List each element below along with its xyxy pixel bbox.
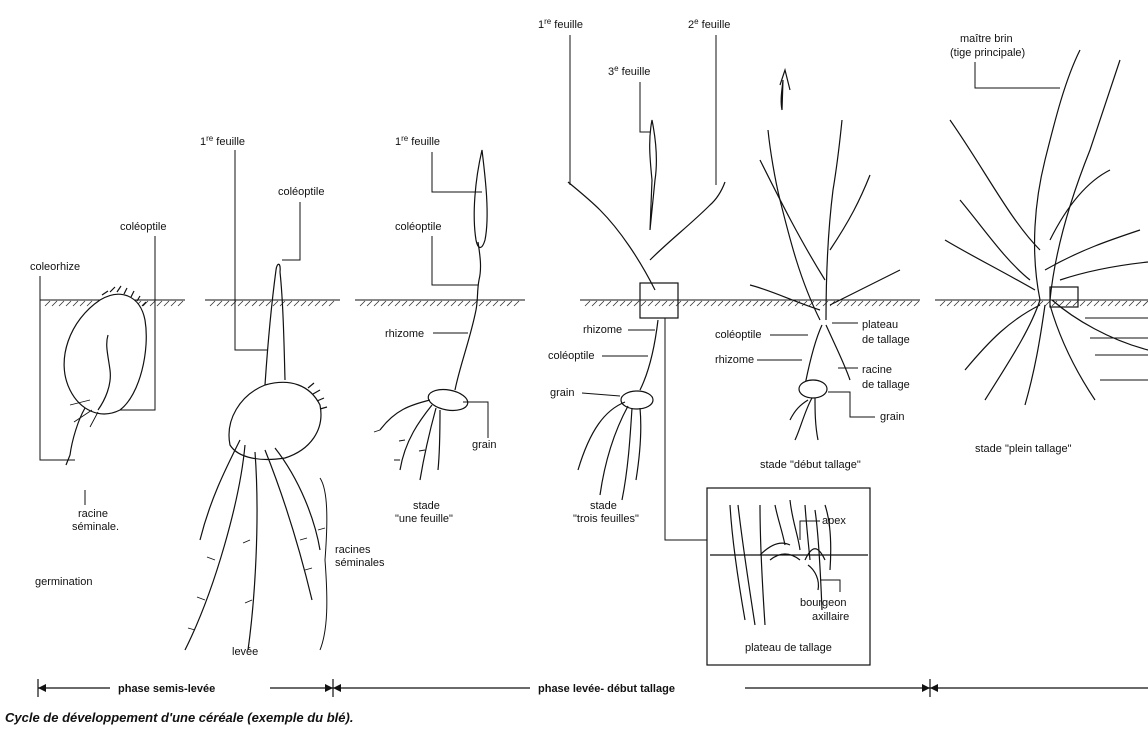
svg-text:(tige principale): (tige principale)	[950, 47, 1025, 59]
svg-text:coléoptile: coléoptile	[715, 329, 761, 341]
svg-text:bourgeon: bourgeon	[800, 597, 847, 609]
label-2e-feuille-d: 2e feuille	[688, 17, 730, 185]
svg-text:coléoptile: coléoptile	[548, 350, 594, 362]
svg-text:axillaire: axillaire	[812, 611, 849, 623]
phase-timeline: phase semis-levée phase levée- début tal…	[38, 679, 1148, 697]
label-stade-trois-feuilles: stade "trois feuilles"	[573, 500, 639, 525]
svg-text:stade: stade	[590, 500, 617, 512]
plein-tallage-plant	[945, 50, 1148, 405]
svg-text:racine: racine	[78, 508, 108, 520]
right-edge-leaders	[1085, 318, 1148, 380]
phase-levee-debut-tallage-label: phase levée- début tallage	[538, 683, 675, 695]
label-1re-feuille-b: 1re feuille	[200, 134, 268, 350]
label-germination: germination	[35, 576, 92, 588]
svg-text:racines: racines	[335, 544, 371, 556]
levee-plant	[185, 264, 327, 650]
svg-text:1re feuille: 1re feuille	[395, 134, 440, 148]
svg-text:2e feuille: 2e feuille	[688, 17, 730, 31]
label-coleoptile-b: coléoptile	[278, 186, 324, 260]
svg-text:grain: grain	[472, 439, 496, 451]
svg-text:grain: grain	[880, 411, 904, 423]
label-coleoptile-c: coléoptile	[395, 221, 478, 285]
svg-text:stade: stade	[413, 500, 440, 512]
svg-text:grain: grain	[550, 387, 574, 399]
label-coleoptile-e: coléoptile	[715, 329, 808, 341]
svg-text:"trois feuilles": "trois feuilles"	[573, 513, 639, 525]
svg-text:de tallage: de tallage	[862, 379, 910, 391]
svg-text:coléoptile: coléoptile	[120, 221, 166, 233]
label-stade-debut-tallage: stade "début tallage"	[760, 459, 861, 471]
label-1re-feuille-d: 1re feuille	[538, 17, 583, 185]
svg-text:racine: racine	[862, 364, 892, 376]
label-1re-feuille-c: 1re feuille	[395, 134, 482, 192]
svg-text:de tallage: de tallage	[862, 334, 910, 346]
trois-feuilles-plant	[568, 120, 725, 500]
label-rhizome-e: rhizome	[715, 354, 802, 366]
svg-text:rhizome: rhizome	[385, 328, 424, 340]
label-rhizome-d: rhizome	[583, 324, 655, 336]
svg-text:coleorhize: coleorhize	[30, 261, 80, 273]
svg-text:coléoptile: coléoptile	[278, 186, 324, 198]
zoom-connector	[665, 318, 707, 540]
label-stade-une-feuille: stade "une feuille"	[395, 500, 453, 525]
label-plateau-de-tallage: plateau de tallage	[745, 642, 832, 654]
label-coleoptile-d: coléoptile	[548, 350, 648, 362]
label-stade-plein-tallage: stade "plein tallage"	[975, 443, 1072, 455]
une-feuille-plant	[374, 150, 487, 480]
svg-text:plateau: plateau	[862, 319, 898, 331]
svg-text:séminales: séminales	[335, 557, 385, 569]
label-grain-e: grain	[828, 392, 904, 423]
germination-seed	[64, 286, 146, 465]
label-racine-seminale: racine séminale.	[72, 490, 119, 533]
label-plateau-tallage-e: plateau de tallage	[832, 319, 910, 346]
svg-text:3e feuille: 3e feuille	[608, 64, 650, 78]
svg-text:1re feuille: 1re feuille	[200, 134, 245, 148]
svg-text:1re feuille: 1re feuille	[538, 17, 583, 31]
label-3e-feuille-d: 3e feuille	[608, 64, 650, 132]
svg-text:maître brin: maître brin	[960, 33, 1013, 45]
label-levee: levée	[232, 646, 258, 658]
svg-text:apex: apex	[822, 515, 846, 527]
figure-caption: Cycle de développement d'une céréale (ex…	[5, 710, 353, 725]
label-bourgeon-axillaire: bourgeon axillaire	[800, 580, 849, 623]
label-grain-d: grain	[550, 387, 620, 399]
label-maitre-brin: maître brin (tige principale)	[950, 33, 1060, 88]
svg-text:séminale.: séminale.	[72, 521, 119, 533]
svg-text:rhizome: rhizome	[583, 324, 622, 336]
label-racines-seminales: racines séminales	[320, 478, 385, 650]
svg-text:rhizome: rhizome	[715, 354, 754, 366]
phase-semis-levee-label: phase semis-levée	[118, 683, 215, 695]
label-grain-c: grain	[463, 402, 496, 451]
label-rhizome-c: rhizome	[385, 328, 468, 340]
svg-text:coléoptile: coléoptile	[395, 221, 441, 233]
svg-text:"une feuille": "une feuille"	[395, 513, 453, 525]
ground-lines	[40, 300, 1148, 306]
